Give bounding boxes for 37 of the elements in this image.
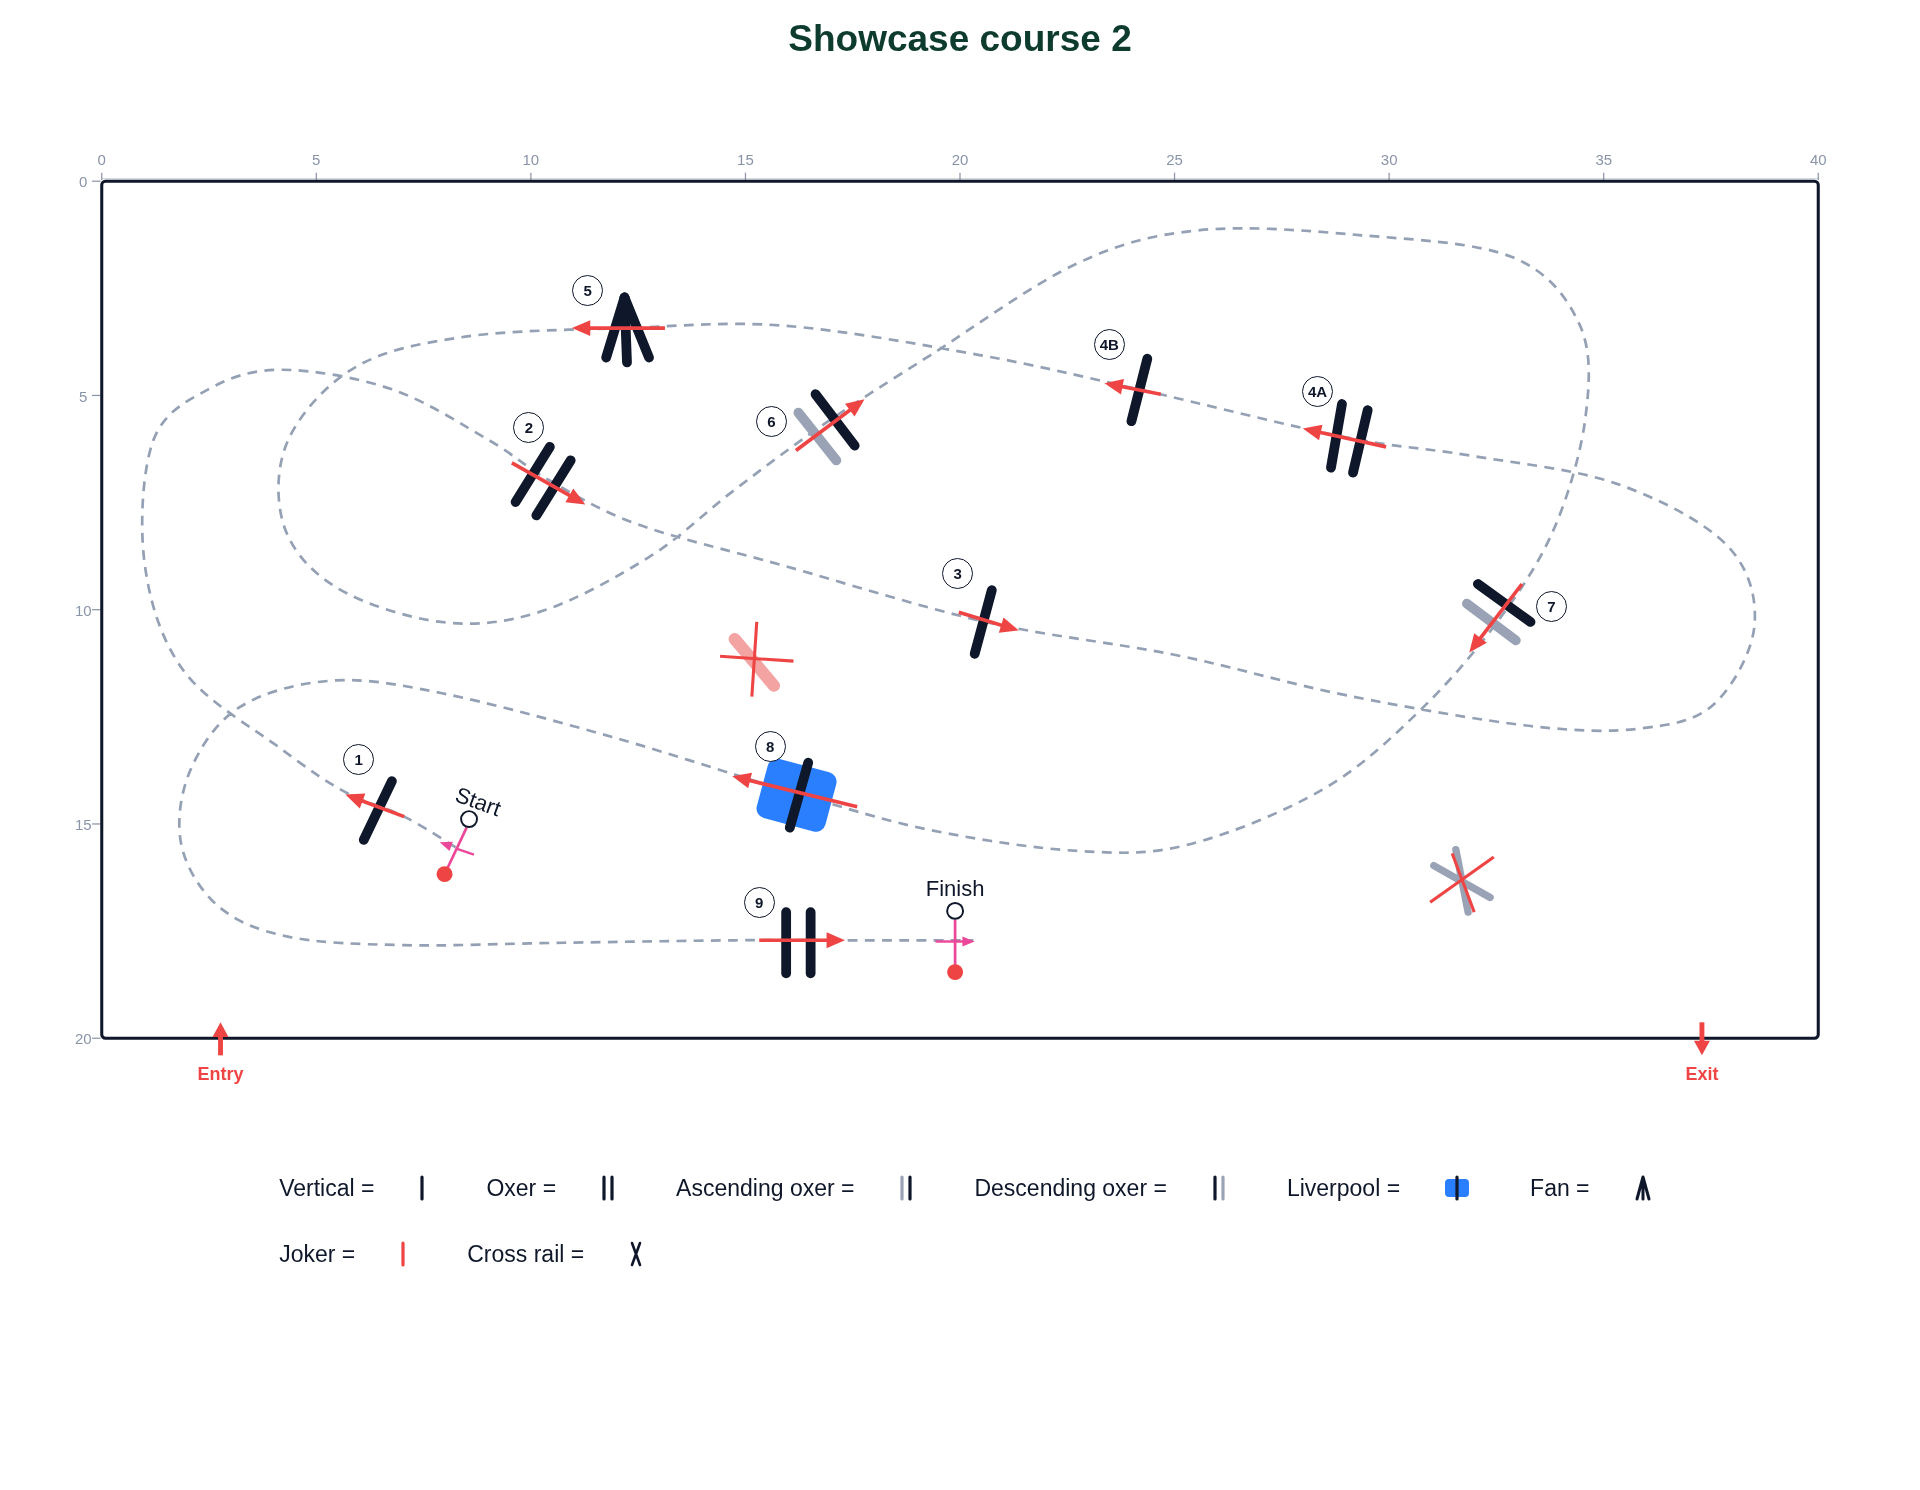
fence-number-circle: 3 [942,557,974,589]
legend-label: Fan = [1530,1174,1590,1202]
ruler-tick-label: 5 [312,150,321,168]
fence-number-circle: 8 [754,731,786,763]
legend-label: Cross rail = [467,1240,585,1268]
ruler-tick-label: 0 [97,150,106,168]
fence-number-circle: 4B [1093,328,1125,360]
course-title: Showcase course 2 [787,18,1133,60]
ruler-tick-label: 10 [522,150,540,168]
exit-label: Exit [1685,1063,1719,1085]
ruler-tick-label: 20 [74,1029,92,1047]
finish-label: Finish [925,875,985,902]
legend-label: Descending oxer = [974,1174,1167,1202]
legend-label: Vertical = [279,1174,375,1202]
ruler-tick-label: 15 [74,815,92,833]
fence-number-circle: 7 [1535,590,1567,622]
start-label: Start [451,781,504,823]
ruler-tick-label: 10 [74,601,92,619]
fence-number-circle: 6 [755,405,787,437]
entry-label: Entry [197,1063,244,1085]
ruler-tick-label: 15 [737,150,754,168]
ruler-tick-label: 5 [79,387,88,404]
legend-label: Ascending oxer = [676,1174,855,1202]
fence-number-circle: 1 [343,743,375,775]
legend-label: Liverpool = [1286,1174,1401,1202]
fence-number-circle: 5 [572,274,604,306]
fence-number-circle: 4A [1302,376,1334,408]
ruler-tick-label: 0 [79,172,88,190]
ruler-tick-label: 20 [951,150,969,168]
ruler-tick-label: 40 [1810,150,1827,168]
fence-number-circle: 9 [743,886,775,918]
legend-label: Oxer = [486,1174,557,1202]
ruler-tick-label: 35 [1595,150,1613,168]
ruler-tick-label: 25 [1166,150,1183,168]
legend-label: Joker = [279,1240,356,1268]
ruler-tick-label: 30 [1380,150,1398,168]
fence-number-circle: 2 [513,411,545,443]
